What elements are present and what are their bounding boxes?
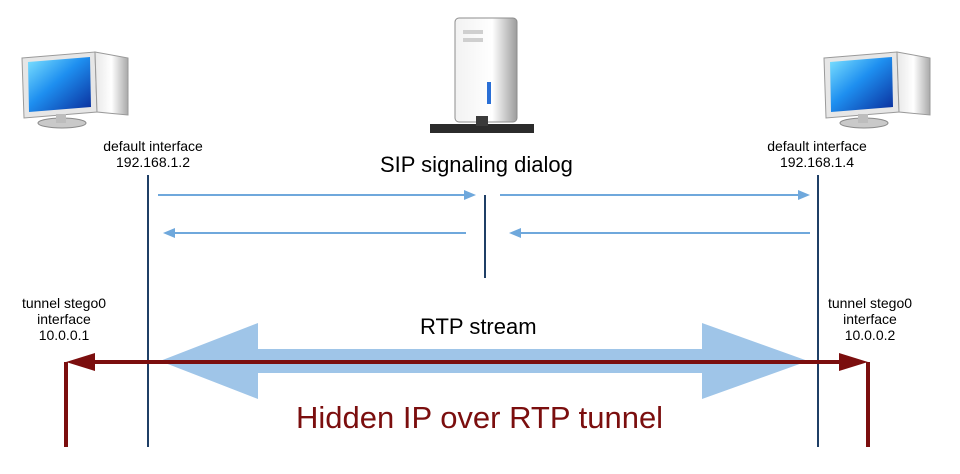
rtp-stream-label: RTP stream [420, 314, 537, 339]
right-tunnel-interface-text: interface [843, 311, 897, 327]
sip-arrow-server-to-right [500, 190, 810, 200]
sip-signaling-label: SIP signaling dialog [380, 152, 573, 177]
right-default-interface-label: default interface 192.168.1.4 [742, 138, 892, 170]
right-default-ip: 192.168.1.4 [780, 154, 854, 170]
left-computer-icon [21, 51, 129, 129]
left-default-ip: 192.168.1.2 [116, 154, 190, 170]
sip-arrow-right-to-server [509, 228, 810, 238]
right-tunnel-name: tunnel stego0 [827, 295, 913, 311]
left-default-interface-label: default interface 192.168.1.2 [78, 138, 228, 170]
sip-server-icon [430, 17, 534, 133]
hidden-tunnel-label: Hidden IP over RTP tunnel [296, 400, 664, 435]
sip-arrow-left-to-server [158, 190, 476, 200]
left-tunnel-interface-text: interface [37, 311, 91, 327]
left-tunnel-name: tunnel stego0 [21, 295, 107, 311]
hidden-tunnel-arrow [64, 353, 870, 447]
left-tunnel-ip: 10.0.0.1 [38, 327, 90, 343]
right-default-interface-text: default interface [767, 138, 867, 154]
right-computer-icon [823, 51, 931, 129]
sip-arrow-server-to-left [163, 228, 466, 238]
right-tunnel-ip: 10.0.0.2 [844, 327, 896, 343]
left-default-interface-text: default interface [103, 138, 203, 154]
right-tunnel-interface-label: tunnel stego0 interface 10.0.0.2 [810, 295, 930, 343]
left-tunnel-interface-label: tunnel stego0 interface 10.0.0.1 [4, 295, 124, 343]
